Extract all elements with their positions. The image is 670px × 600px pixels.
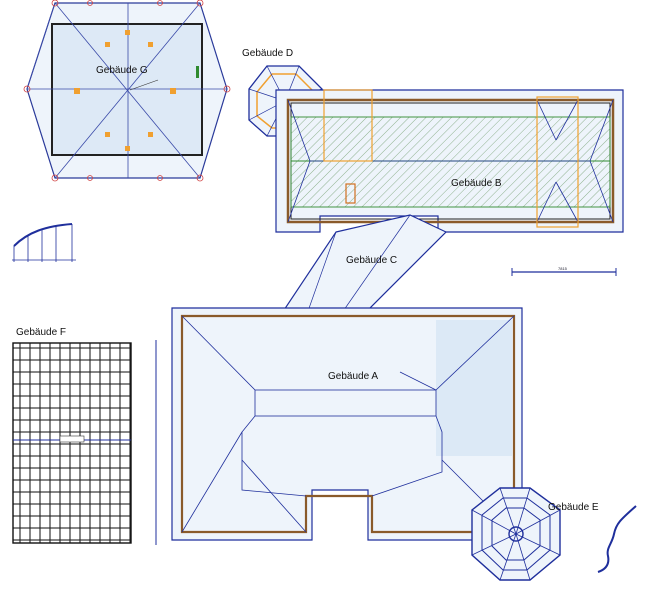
building-e-rays: [471, 487, 561, 581]
building-f-grid: [12, 342, 132, 544]
building-e-label: Gebäude E: [548, 502, 599, 513]
arc-element: [12, 223, 76, 262]
building-b-label: Gebäude B: [451, 178, 502, 189]
building-f[interactable]: Gebäude F: [12, 327, 132, 544]
building-b-walls: [286, 98, 615, 224]
building-a-shaded-face: [436, 320, 512, 456]
building-b[interactable]: Gebäude B: [275, 89, 624, 233]
building-g-leader: [129, 79, 159, 91]
building-g-vertex-markers: [23, 0, 231, 182]
building-a-roof-lines: [181, 315, 515, 533]
dimension-value: 7815: [558, 266, 568, 271]
building-a-outline: [171, 307, 523, 541]
building-g-markers: [74, 30, 176, 151]
building-c-label: Gebäude C: [346, 255, 397, 266]
building-a-label: Gebäude A: [328, 371, 378, 382]
building-f-label: Gebäude F: [16, 327, 66, 338]
building-b-hatch-upper: [290, 116, 611, 162]
building-d-label: Gebäude D: [242, 48, 293, 59]
curve-element: [597, 505, 637, 573]
building-g[interactable]: Gebäude G: [23, 0, 231, 182]
building-b-chimney: [345, 183, 356, 204]
building-a[interactable]: Gebäude A: [171, 307, 523, 541]
building-b-dormer-left: [323, 89, 373, 162]
dimension-line: 7815: [511, 266, 617, 276]
building-b-dormer-right: [536, 96, 579, 228]
building-f-tag: [59, 435, 85, 443]
building-g-label: Gebäude G: [96, 65, 148, 76]
building-g-green-marker: [196, 66, 199, 78]
building-e[interactable]: Gebäude E: [471, 487, 599, 581]
